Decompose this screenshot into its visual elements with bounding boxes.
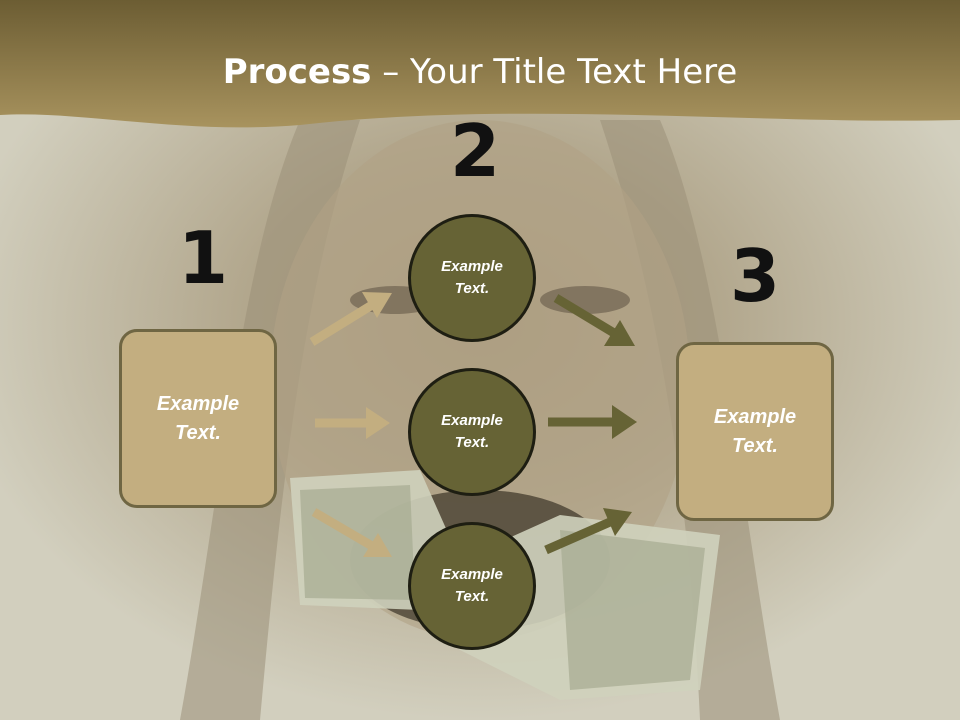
right-box-label: Example Text. xyxy=(713,405,797,457)
slide-title: Process – Your Title Text Here xyxy=(0,52,960,92)
arrow-bottom-to-right xyxy=(544,508,632,555)
step-number-1: 1 xyxy=(178,216,229,300)
step-number-3: 3 xyxy=(730,234,781,318)
circle-top-label: Example Text. xyxy=(441,257,503,298)
right-process-box: Example Text. xyxy=(676,342,834,521)
arrow-middle-to-right xyxy=(548,405,637,439)
arrow-top-to-right xyxy=(553,294,635,346)
circle-step-middle: Example Text. xyxy=(408,368,536,496)
circle-step-bottom: Example Text. xyxy=(408,522,536,650)
circle-middle-label: Example Text. xyxy=(441,411,503,452)
title-rest: – Your Title Text Here xyxy=(371,52,738,92)
arrow-left-to-bottom xyxy=(311,508,392,557)
arrow-left-to-top xyxy=(309,292,392,346)
left-process-box: Example Text. xyxy=(119,329,277,508)
circle-step-top: Example Text. xyxy=(408,214,536,342)
arrow-left-to-middle xyxy=(315,407,390,439)
left-box-label: Example Text. xyxy=(156,392,240,444)
circle-bottom-label: Example Text. xyxy=(441,565,503,606)
step-number-2: 2 xyxy=(450,109,501,193)
title-bold: Process xyxy=(222,52,372,92)
